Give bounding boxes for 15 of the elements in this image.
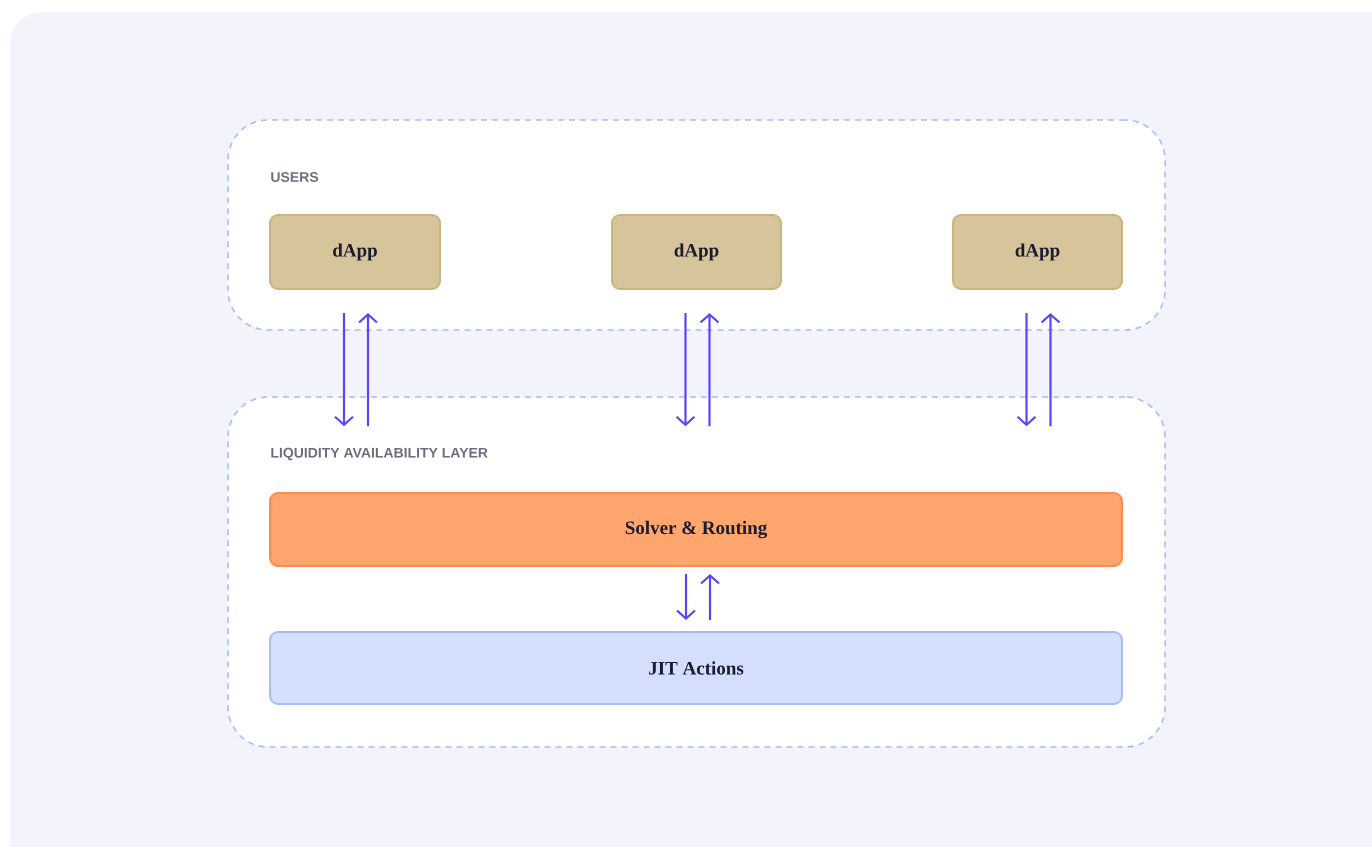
- dapp-box: dApp: [952, 214, 1123, 290]
- dapp-box: dApp: [269, 214, 441, 290]
- arrow: [699, 313, 720, 427]
- solver-bar: Solver & Routing: [269, 492, 1123, 567]
- arrow: [1040, 313, 1061, 427]
- arrow: [334, 313, 354, 427]
- arrow: [676, 574, 696, 620]
- group-heading: LIQUIDITY AVAILABILITY LAYER: [271, 447, 488, 461]
- dapp-box: dApp: [611, 214, 782, 290]
- group-heading: USERS: [271, 172, 319, 182]
- arrow: [700, 574, 720, 620]
- arrow: [675, 313, 696, 427]
- arrow: [358, 313, 378, 427]
- actions-bar: JIT Actions: [269, 631, 1123, 705]
- arrow: [1016, 313, 1037, 427]
